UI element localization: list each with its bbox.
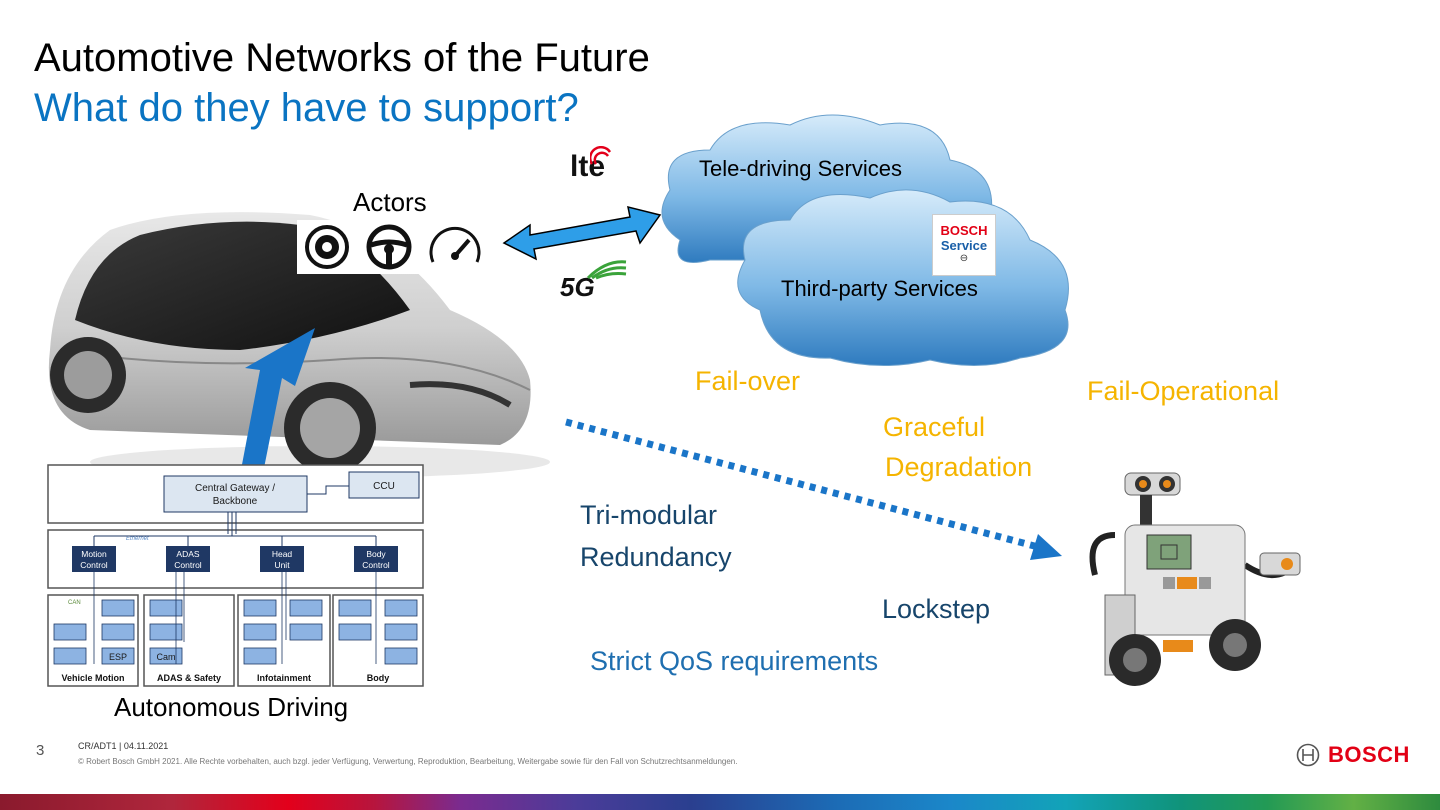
cloud-graphic bbox=[661, 114, 1069, 367]
dotted-arrow-icon bbox=[565, 418, 1062, 560]
robot-image bbox=[1089, 472, 1301, 686]
slide-subtitle: What do they have to support? bbox=[34, 86, 579, 130]
cam-label: Cam bbox=[156, 652, 175, 662]
can-label: CAN bbox=[68, 600, 81, 606]
signal-icon bbox=[590, 146, 612, 165]
page-number: 3 bbox=[36, 742, 45, 759]
slide-title: Automotive Networks of the Future bbox=[34, 36, 650, 80]
control-motion-l2: Control bbox=[80, 560, 108, 570]
wave-icon bbox=[586, 260, 627, 280]
control-head-l2: Unit bbox=[274, 560, 290, 570]
brand-color-stripe bbox=[0, 794, 1440, 810]
control-motion-l1: Motion bbox=[81, 549, 107, 559]
redundancy-label: Redundancy bbox=[580, 542, 732, 572]
ccu-box bbox=[348, 471, 420, 499]
actors-icons bbox=[297, 220, 493, 274]
control-adas-l2: Control bbox=[174, 560, 202, 570]
bosch-armature-icon bbox=[1296, 743, 1320, 767]
control-head-l1: Head bbox=[272, 549, 293, 559]
fail-over-label: Fail-over bbox=[695, 366, 801, 396]
ethernet-label: Ethernet bbox=[126, 536, 149, 542]
control-body-l2: Control bbox=[362, 560, 390, 570]
fail-operational-label: Fail-Operational bbox=[1087, 376, 1280, 406]
tri-modular-label: Tri-modular bbox=[580, 500, 718, 530]
bidirectional-arrow-icon bbox=[502, 205, 662, 261]
graceful-label: Graceful bbox=[883, 412, 986, 442]
bosch-wordmark: BOSCH bbox=[1328, 742, 1410, 767]
control-boxes: Motion Control ADAS Control Head Unit Bo… bbox=[72, 546, 398, 572]
domain-body: Body bbox=[367, 673, 390, 683]
gateway-label-1: Central Gateway / bbox=[195, 483, 275, 494]
central-gateway-box bbox=[163, 475, 308, 513]
lte-logo: lte bbox=[570, 146, 612, 184]
steering-wheel-icon bbox=[366, 224, 412, 270]
actors-label: Actors bbox=[353, 187, 427, 217]
cloud-label-tele-driving: Tele-driving Services bbox=[699, 156, 902, 181]
domain-vehicle-motion: Vehicle Motion bbox=[61, 673, 124, 683]
badge-line1: BOSCH bbox=[940, 223, 988, 238]
degradation-label: Degradation bbox=[885, 452, 1033, 482]
network-diagram: Central Gateway / Backbone CCU Ethernet … bbox=[47, 464, 424, 687]
control-adas-l1: ADAS bbox=[176, 549, 199, 559]
footer-meta: CR/ADT1 | 04.11.2021 bbox=[78, 741, 169, 751]
ecu-boxes bbox=[53, 599, 418, 665]
ccu-label: CCU bbox=[373, 481, 395, 492]
qos-label: Strict QoS requirements bbox=[590, 646, 879, 676]
control-body-l1: Body bbox=[366, 549, 386, 559]
domain-adas-safety: ADAS & Safety bbox=[157, 673, 221, 683]
badge-line2: Service bbox=[940, 238, 988, 253]
lockstep-label: Lockstep bbox=[882, 594, 991, 624]
bosch-service-badge: BOSCH Service ⊖ bbox=[932, 214, 996, 276]
footer-copyright: © Robert Bosch GmbH 2021. Alle Rechte vo… bbox=[78, 757, 738, 766]
bosch-logo: BOSCH bbox=[1296, 742, 1410, 768]
speedometer-icon bbox=[429, 226, 481, 263]
domain-infotainment: Infotainment bbox=[257, 673, 311, 683]
brake-disc-icon bbox=[305, 225, 349, 269]
cloud-label-third-party: Third-party Services bbox=[781, 276, 978, 301]
gateway-label-2: Backbone bbox=[213, 496, 258, 507]
esp-label: ESP bbox=[109, 652, 127, 662]
fiveg-logo: 5G bbox=[560, 260, 627, 303]
badge-emblem-icon: ⊖ bbox=[959, 253, 969, 264]
diagram-caption: Autonomous Driving bbox=[114, 692, 349, 722]
